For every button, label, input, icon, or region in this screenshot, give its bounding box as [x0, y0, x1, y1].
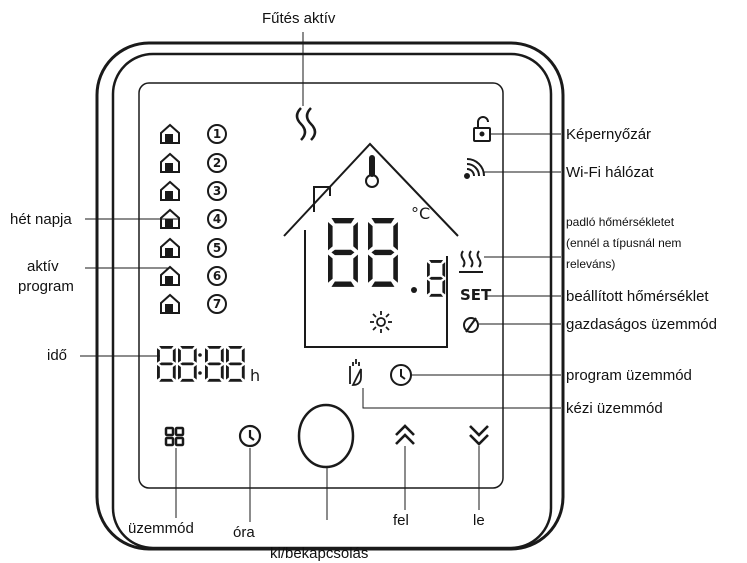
label-screen-lock: Képernyőzár [566, 126, 652, 143]
time-unit-text: h [250, 366, 260, 385]
label-power: ki/bekapcsolás [270, 545, 369, 562]
floor-heat-icon [459, 250, 483, 273]
label-manual-mode: kézi üzemmód [566, 400, 663, 417]
label-heating-active: Fűtés aktív [262, 10, 336, 27]
wifi-icon [464, 158, 485, 179]
label-eco-mode: gazdaságos üzemmód [566, 316, 717, 333]
label-time: idő [47, 347, 68, 364]
label-floor-temp-3: releváns) [566, 257, 616, 271]
day-7: 7 [213, 297, 221, 311]
label-floor-temp-2: (ennél a típusnál nem [566, 236, 682, 250]
label-set-temp: beállított hőmérséklet [566, 288, 709, 305]
label-mode: üzemmód [128, 520, 194, 537]
label-wifi: Wi-Fi hálózat [566, 164, 654, 181]
day-4: 4 [213, 212, 221, 226]
label-up: fel [393, 512, 409, 529]
label-clock: óra [233, 524, 255, 541]
label-program-mode: program üzemmód [566, 367, 692, 384]
day-6: 6 [213, 269, 221, 283]
label-active-program-2: program [18, 278, 74, 295]
set-text: SET [460, 286, 492, 304]
day-1: 1 [213, 127, 221, 141]
house-outline [283, 142, 459, 348]
time-digits [157, 346, 245, 382]
label-down: le [473, 512, 485, 529]
program-clock-icon [390, 364, 412, 386]
label-active-program-1: aktív [27, 258, 59, 275]
thermometer-icon [365, 155, 379, 188]
lock-icon [473, 116, 491, 142]
day-3: 3 [213, 184, 221, 198]
day-numbers [207, 124, 227, 314]
day-5: 5 [213, 241, 221, 255]
temperature-digits [328, 218, 446, 297]
label-floor-temp-1: padló hőmérsékletet [566, 215, 675, 229]
temp-unit-text: °C [411, 204, 430, 223]
heating-waves-icon [295, 107, 317, 141]
clock-button[interactable] [238, 424, 262, 448]
down-button[interactable] [469, 425, 489, 446]
up-button[interactable] [395, 424, 415, 445]
label-weekday: hét napja [10, 211, 72, 228]
power-button[interactable] [297, 403, 355, 469]
day-2: 2 [213, 156, 221, 170]
hand-icon [349, 359, 362, 386]
mode-button[interactable] [164, 426, 185, 447]
leader-lines [80, 32, 561, 522]
sun-icon [370, 311, 392, 333]
device-housing [95, 41, 565, 551]
eco-leaf-icon [463, 317, 479, 333]
